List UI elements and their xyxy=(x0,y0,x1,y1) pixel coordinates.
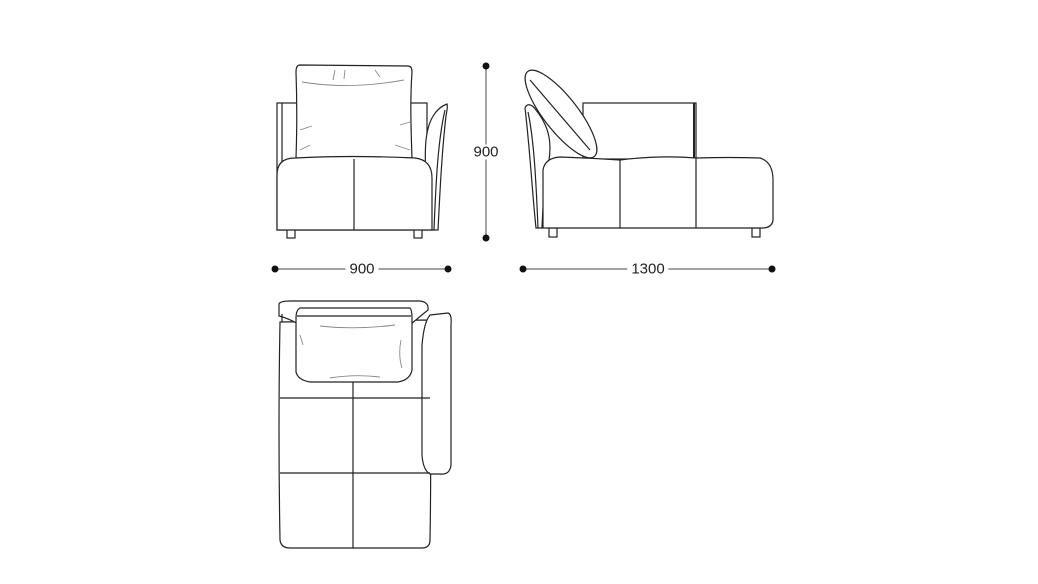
top-pillow xyxy=(295,307,413,383)
height-label: 900 xyxy=(469,144,503,160)
side-depth-label: 1300 xyxy=(627,261,669,277)
side-pillow xyxy=(524,69,598,159)
side-view xyxy=(524,69,774,238)
front-width-label: 900 xyxy=(345,261,379,277)
side-leg-right xyxy=(751,227,761,238)
top-view xyxy=(278,300,452,549)
side-leg-left xyxy=(548,227,558,238)
side-back xyxy=(582,102,697,160)
front-pillow xyxy=(295,64,413,159)
top-arm xyxy=(421,312,452,475)
front-view xyxy=(276,64,449,239)
side-seat xyxy=(542,156,774,229)
